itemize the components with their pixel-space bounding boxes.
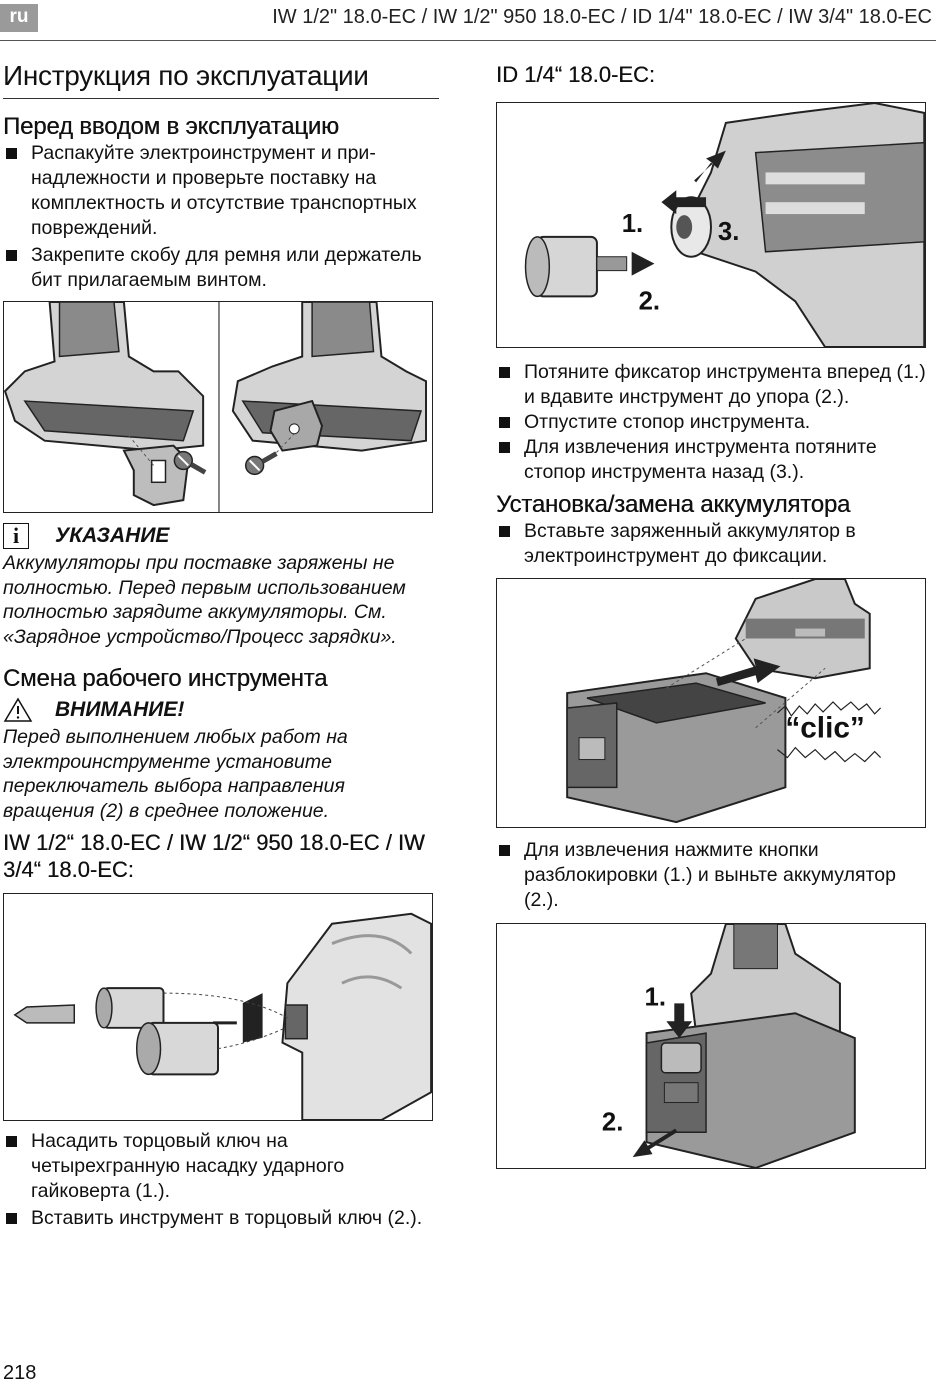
list-item: Отпустите стопор инструмента. bbox=[496, 410, 928, 435]
warning-header: ВНИМАНИЕ! bbox=[3, 697, 439, 723]
step-1-label: 1. bbox=[645, 983, 667, 1011]
list-item: Вставьте заряженный аккумулятор в электр… bbox=[496, 519, 928, 569]
list-item: Для извлечения инструмента потяните стоп… bbox=[496, 435, 928, 485]
clic-label: “clic” bbox=[785, 712, 864, 745]
belt-clip-figure bbox=[3, 301, 433, 513]
note-text: Аккумуляторы при поставке заряжены не по… bbox=[3, 552, 406, 648]
list-item: Потяните фиксатор инструмента вперед (1.… bbox=[496, 360, 928, 410]
step-3-label: 3. bbox=[718, 218, 740, 246]
list-item: Насадить торцовый ключ на четырехгранную… bbox=[3, 1129, 439, 1204]
warning-triangle-icon bbox=[3, 697, 33, 722]
page-title: Инструкция по эксплуатации bbox=[3, 60, 439, 99]
battery-heading: Установка/замена аккумулятора bbox=[496, 491, 851, 518]
header-model-list: IW 1/2" 18.0-EC / IW 1/2" 950 18.0-EC / … bbox=[272, 6, 932, 28]
battery-remove-list: Для извлечения нажмите кнопки разблокиро… bbox=[496, 838, 928, 913]
step-2-label: 2. bbox=[602, 1108, 624, 1136]
warning-label: ВНИМАНИЕ! bbox=[55, 698, 185, 721]
note-header: i УКАЗАНИЕ bbox=[3, 523, 439, 549]
note-label: УКАЗАНИЕ bbox=[55, 524, 170, 547]
step-2-label: 2. bbox=[639, 287, 661, 315]
bit-insert-figure: 1. 2. 3. bbox=[496, 102, 926, 348]
list-item: Распакуйте электроинструмент и при­надле… bbox=[3, 141, 439, 241]
bit-insert-illustration: 1. 2. 3. bbox=[524, 103, 925, 347]
right-column: ID 1/4“ 18.0-EC: 1. 2. 3. Потяните фикса… bbox=[496, 62, 928, 1169]
left-column: Инструкция по эксплуатации Перед вводом … bbox=[3, 60, 439, 1231]
battery-insert-list: Вставьте заряженный аккумулятор в электр… bbox=[496, 519, 928, 569]
info-icon: i bbox=[3, 523, 29, 549]
list-item: Для извлечения нажмите кнопки разблокиро… bbox=[496, 838, 928, 913]
battery-remove-illustration: 1. 2. bbox=[602, 924, 856, 1168]
socket-wrench-list: Насадить торцовый ключ на четырехгранную… bbox=[3, 1129, 439, 1231]
socket-wrench-figure bbox=[3, 893, 433, 1121]
page-number: 218 bbox=[3, 1362, 37, 1384]
bit-insert-list: Потяните фиксатор инструмента вперед (1.… bbox=[496, 360, 928, 485]
models-heading: IW 1/2“ 18.0-EC / IW 1/2“ 950 18.0-EC / … bbox=[3, 830, 425, 882]
list-item: Закрепите скобу для ремня или держатель … bbox=[3, 243, 439, 293]
step-1-label: 1. bbox=[622, 210, 644, 238]
battery-remove-figure: 1. 2. bbox=[496, 923, 926, 1169]
belt-clip-illustration bbox=[4, 302, 428, 512]
socket-wrench-illustration bbox=[13, 912, 432, 1120]
battery-insert-figure: “clic” bbox=[496, 578, 926, 828]
list-item: Вставить инструмент в торцовый ключ (2.)… bbox=[3, 1206, 439, 1231]
before-use-list: Распакуйте электроинструмент и при­надле… bbox=[3, 141, 439, 293]
tool-change-heading: Смена рабочего инструмента bbox=[3, 665, 328, 692]
id-model-heading: ID 1/4“ 18.0-EC: bbox=[496, 62, 655, 87]
before-use-heading: Перед вводом в эксплуатацию bbox=[3, 113, 339, 140]
battery-insert-illustration: “clic” bbox=[566, 579, 882, 824]
language-badge: ru bbox=[0, 4, 38, 32]
warning-text: Перед выполнением любых работ на электро… bbox=[3, 726, 348, 822]
header-divider bbox=[0, 40, 936, 41]
